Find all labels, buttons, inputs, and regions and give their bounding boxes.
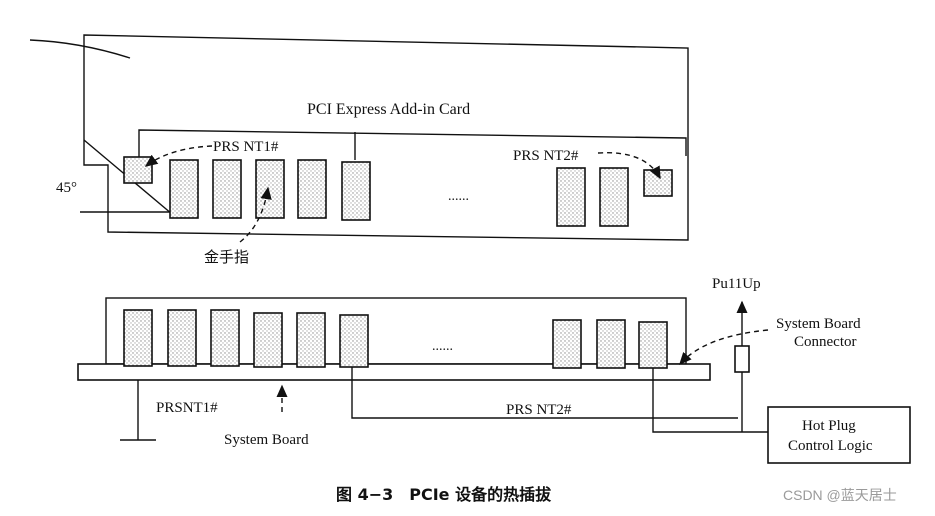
board-prsnt2-label: PRS NT2#	[506, 402, 572, 418]
prsnt2-arrow	[597, 152, 661, 180]
connector-arrow	[679, 329, 769, 366]
system-board-label: System Board	[224, 432, 309, 448]
card-prsnt2-label: PRS NT2#	[513, 148, 579, 164]
hotplug-line2: Control Logic	[788, 438, 873, 454]
gold-finger-arrow	[239, 186, 272, 243]
card-ellipsis: ......	[448, 189, 469, 204]
card-pin-3	[255, 159, 285, 219]
card-title: PCI Express Add-in Card	[307, 101, 470, 118]
card-pin-5	[341, 161, 371, 221]
prsnt1-return-trace	[652, 368, 768, 433]
card-pin-4	[297, 159, 327, 219]
slot-pin-7	[552, 319, 582, 369]
add-in-card: 45° PCI Express Add-in Card PRS NT1# PRS…	[29, 34, 689, 266]
gold-finger-label: 金手指	[204, 249, 249, 266]
slot-pin-3	[210, 309, 240, 367]
angle-label: 45°	[56, 180, 77, 196]
card-edge-curve	[29, 39, 131, 59]
connector-label-line2: Connector	[794, 334, 856, 350]
hotplug-line1: Hot Plug	[802, 418, 856, 434]
card-pin-7	[599, 167, 629, 227]
slot-pin-8	[596, 319, 626, 369]
slot-ellipsis: ......	[432, 339, 453, 354]
card-inner-outline	[138, 129, 687, 168]
slot-pin-9	[638, 321, 668, 369]
card-pin-6	[556, 167, 586, 227]
system-board: ...... PRSNT1# PRS NT2# System Board Pu1…	[77, 276, 911, 464]
figure-caption: 图 4−3 PCIe 设备的热插拔	[336, 485, 552, 504]
pullup-resistor	[734, 345, 750, 373]
watermark: CSDN @蓝天居士	[783, 487, 897, 503]
card-pin-2	[212, 159, 242, 219]
pullup-label: Pu11Up	[712, 276, 761, 292]
connector-label-line1: System Board	[776, 316, 861, 332]
slot-pin-6	[339, 314, 369, 368]
board-plate	[77, 363, 711, 381]
card-pin-1	[169, 159, 199, 219]
prsnt1-arrow	[144, 145, 213, 167]
hotplug-control-box	[767, 406, 911, 464]
prsnt2-trace	[351, 367, 738, 419]
card-prsnt1-label: PRS NT1#	[213, 139, 279, 155]
card-outline	[83, 34, 689, 241]
card-prsnt1-pad	[123, 156, 153, 184]
slot-pin-1	[123, 309, 153, 367]
board-prsnt1-label: PRSNT1#	[156, 400, 218, 416]
slot-pin-2	[167, 309, 197, 367]
slot-pin-4	[253, 312, 283, 368]
slot-pin-5	[296, 312, 326, 368]
